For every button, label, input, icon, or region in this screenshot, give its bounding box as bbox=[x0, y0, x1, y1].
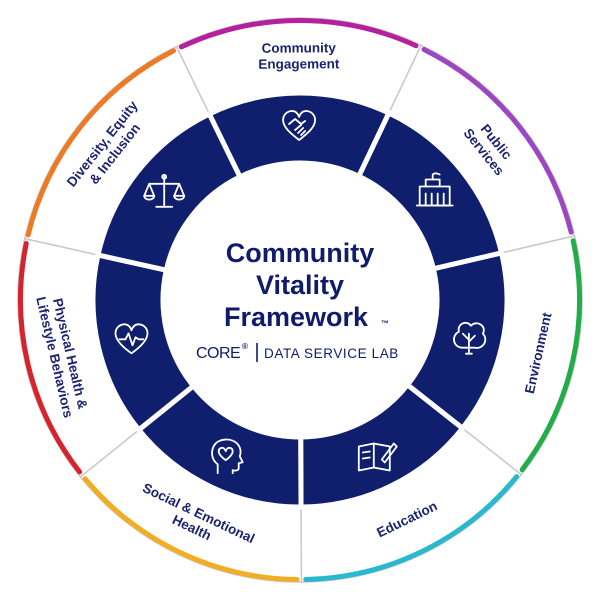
tree-icon bbox=[453, 321, 487, 355]
rim-arc-public-services bbox=[421, 46, 574, 235]
logo-core-mark: ® bbox=[242, 342, 248, 351]
core-data-service-lab-logo: CORE ® DATA SERVICE LAB bbox=[196, 342, 399, 362]
rim-arc-education bbox=[303, 474, 520, 582]
rim-arc-environment bbox=[519, 238, 582, 473]
rim-arc-social-emotional-health bbox=[82, 476, 300, 582]
trademark-mark: ™ bbox=[381, 319, 389, 328]
rim-arc-community-engagement bbox=[178, 18, 419, 50]
logo-lab-text: DATA SERVICE LAB bbox=[264, 346, 399, 361]
rim-arc-diversity-equity-inclusion bbox=[25, 48, 177, 238]
framework-title-line-2: Vitality bbox=[256, 270, 344, 300]
label-line: Community bbox=[262, 40, 337, 55]
head-heart-icon bbox=[211, 438, 244, 475]
heart-hands-icon bbox=[282, 110, 317, 141]
label-line: Engagement bbox=[258, 56, 340, 71]
scales-icon bbox=[143, 173, 186, 208]
logo-core-text: CORE bbox=[196, 345, 240, 362]
outer-ring bbox=[17, 17, 583, 583]
book-pencil-icon bbox=[357, 442, 398, 472]
heart-pulse-icon bbox=[114, 323, 149, 355]
rim-arc-physical-health bbox=[18, 240, 83, 475]
framework-title-line-1: Community bbox=[226, 238, 375, 268]
building-icon bbox=[415, 172, 454, 207]
framework-title-line-3: Framework bbox=[224, 302, 369, 332]
icon-ring bbox=[114, 110, 487, 475]
center-circle bbox=[163, 163, 437, 437]
